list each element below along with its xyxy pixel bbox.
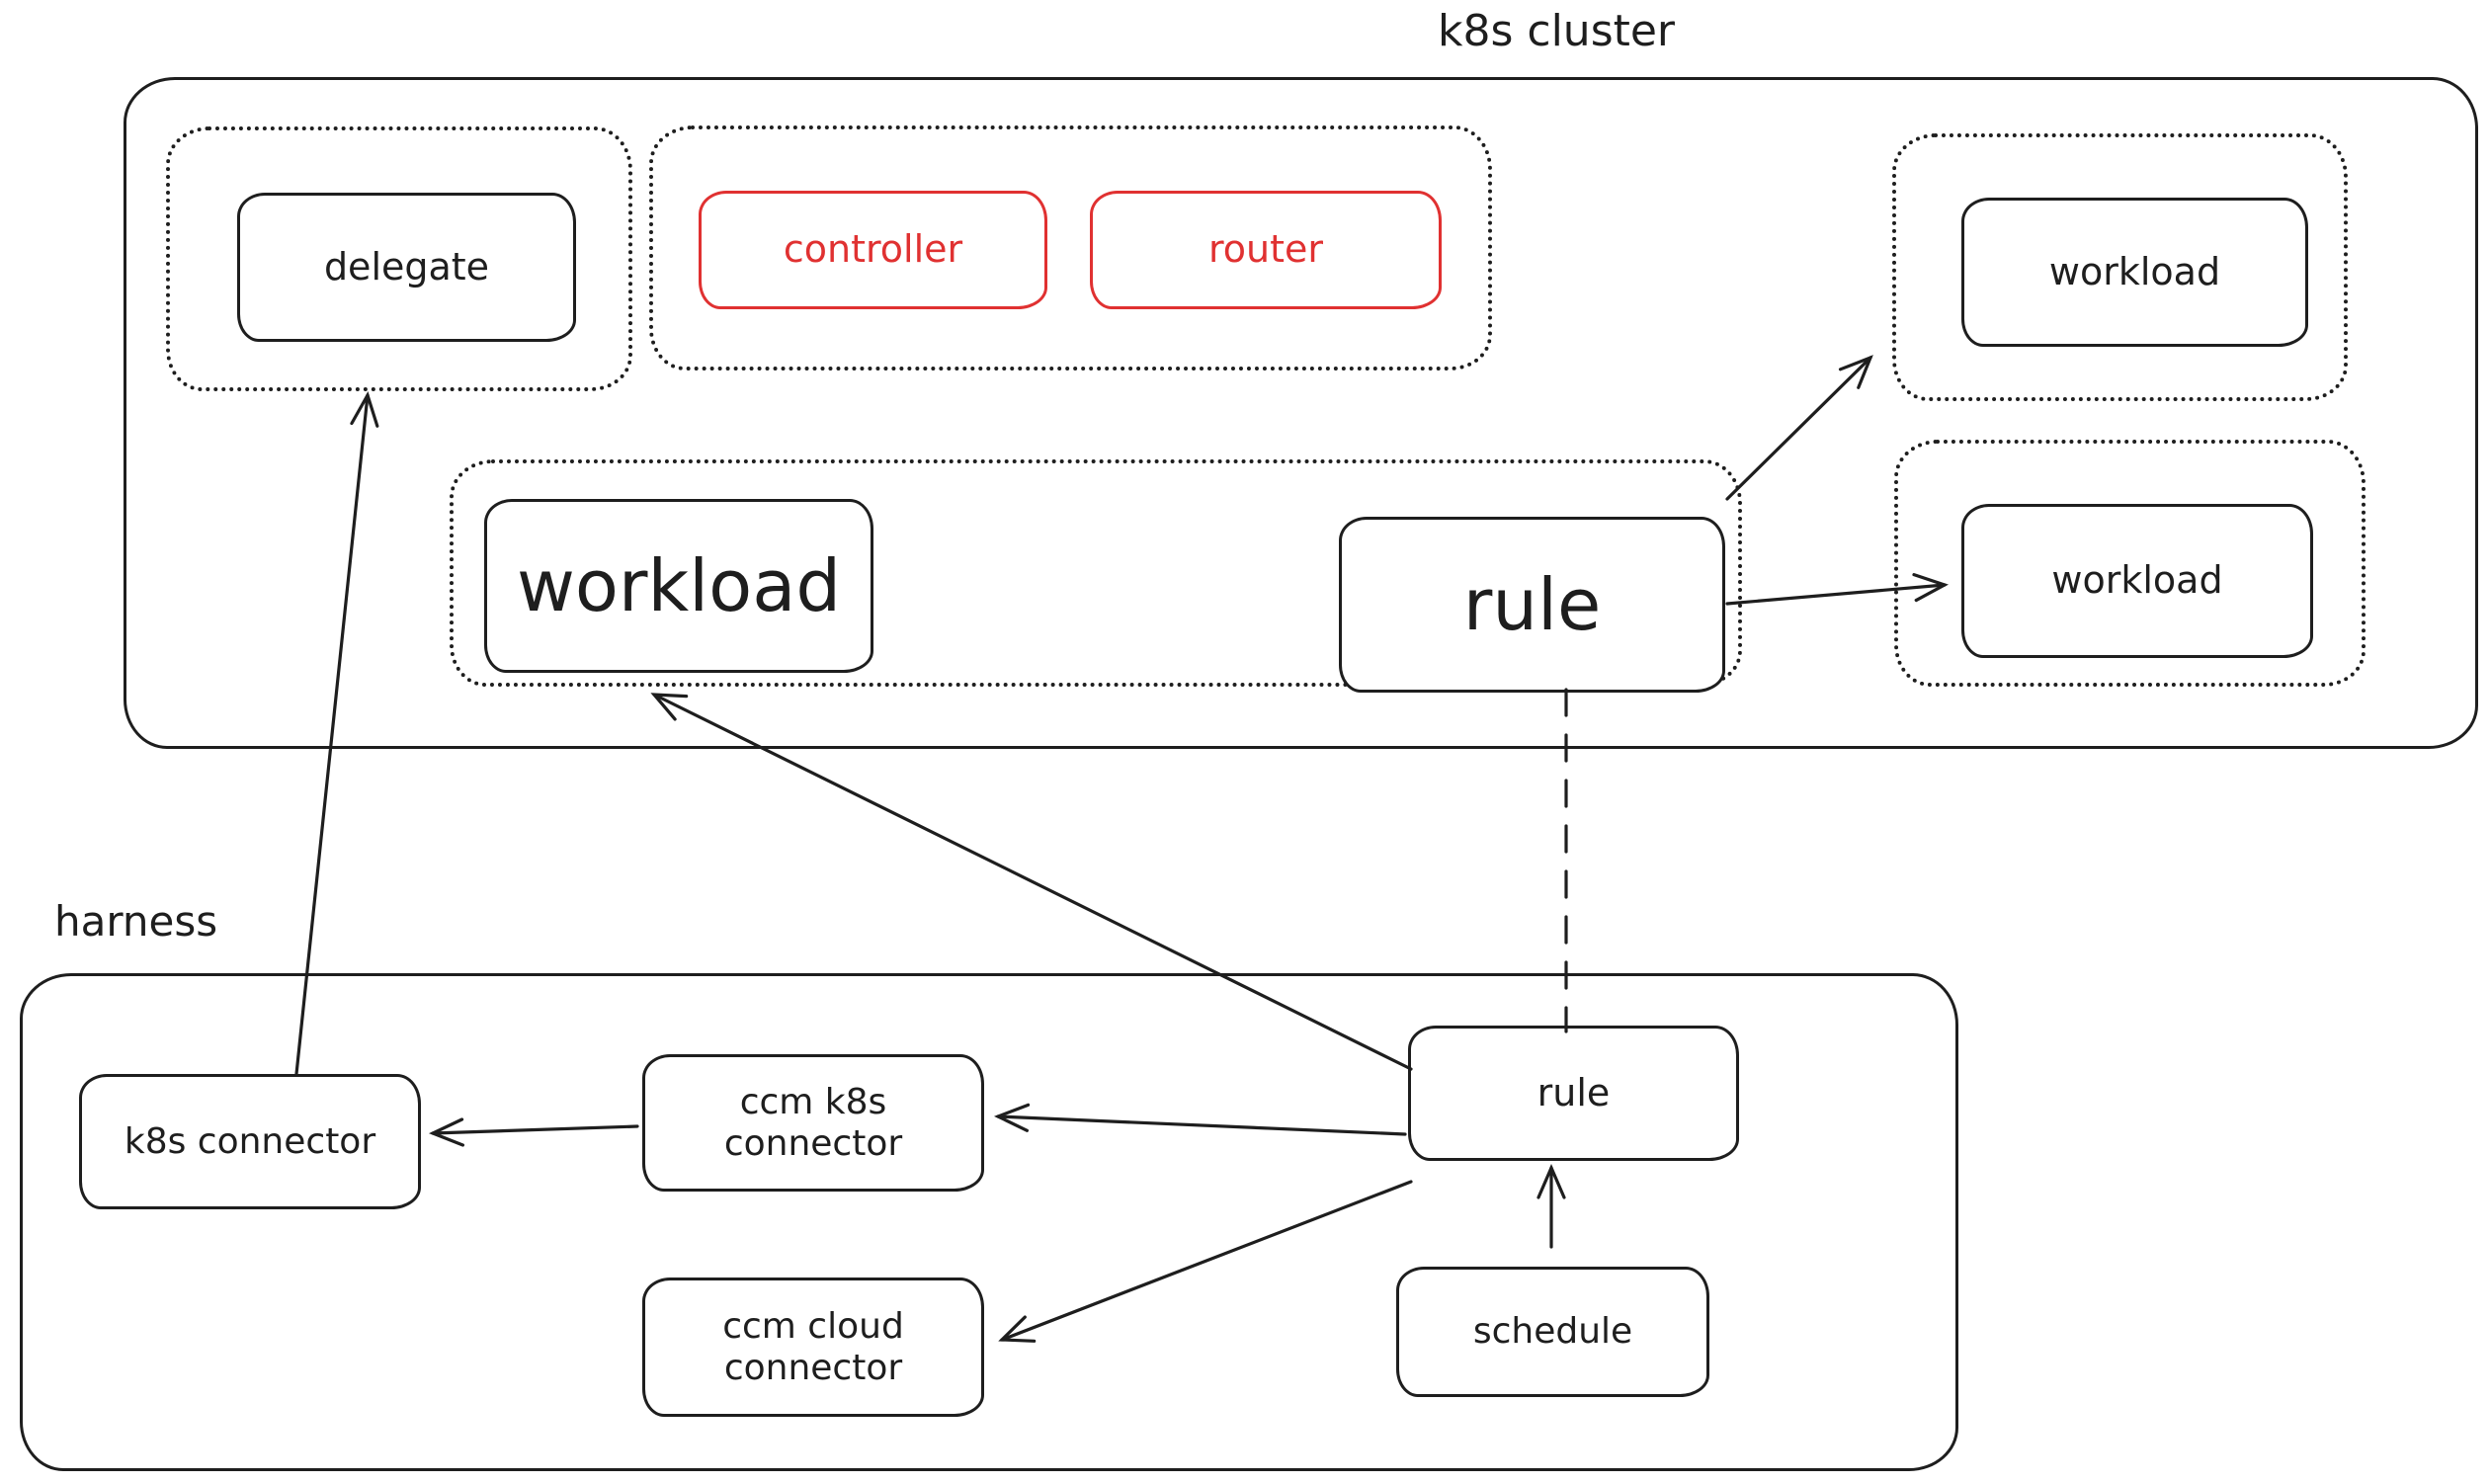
workload-bottom-right-group	[1894, 440, 2366, 687]
k8s-cluster-title: k8s cluster	[1438, 6, 1676, 56]
delegate-group	[166, 126, 632, 391]
node-rule-cluster: rule	[1339, 517, 1725, 693]
node-delegate-label: delegate	[323, 244, 490, 289]
node-schedule-label: schedule	[1472, 1311, 1633, 1353]
node-controller: controller	[699, 191, 1047, 309]
node-controller-label: controller	[783, 227, 963, 272]
control-plane-group	[649, 125, 1492, 371]
node-router-label: router	[1207, 227, 1324, 272]
node-rule-harness-label: rule	[1536, 1070, 1611, 1114]
node-rule-cluster-label: rule	[1462, 562, 1602, 646]
node-ccm-cloud-connector: ccm cloud connector	[642, 1278, 984, 1417]
node-ccm-k8s-connector-label: ccm k8s connector	[723, 1082, 903, 1164]
node-ccm-k8s-connector: ccm k8s connector	[642, 1054, 984, 1192]
node-workload-main: workload	[484, 499, 873, 673]
harness-title: harness	[54, 897, 218, 946]
workload-top-right-group	[1892, 133, 2348, 401]
node-router: router	[1090, 191, 1442, 309]
workload-rule-group	[450, 459, 1742, 687]
node-ccm-cloud-connector-label: ccm cloud connector	[722, 1306, 904, 1388]
node-delegate: delegate	[237, 193, 576, 342]
node-workload-bottom-right-label: workload	[2051, 558, 2223, 603]
node-workload-main-label: workload	[516, 543, 842, 627]
node-workload-bottom-right: workload	[1961, 504, 2313, 658]
node-workload-top-right: workload	[1961, 198, 2308, 347]
node-k8s-connector: k8s connector	[79, 1074, 421, 1209]
node-k8s-connector-label: k8s connector	[124, 1120, 376, 1162]
node-workload-top-right-label: workload	[2048, 249, 2221, 293]
node-rule-harness: rule	[1408, 1026, 1739, 1161]
node-schedule: schedule	[1396, 1267, 1709, 1397]
